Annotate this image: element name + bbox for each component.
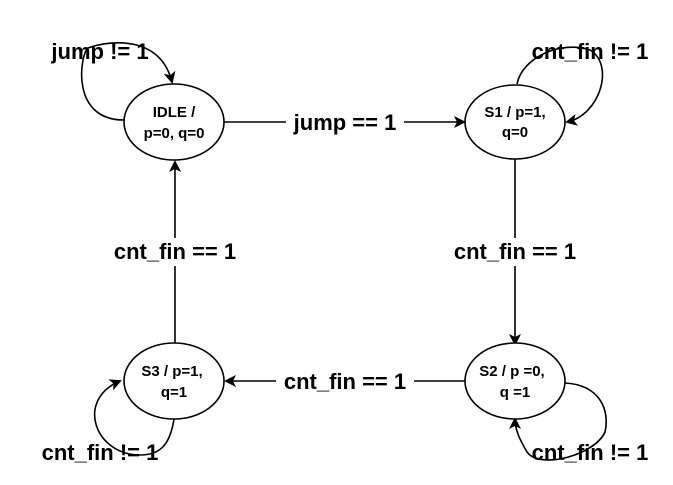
state-s2: S2 / p =0, q =1	[464, 342, 566, 420]
label-s3-to-idle: cnt_fin == 1	[114, 239, 236, 264]
state-s1-line1: S1 / p=1,	[484, 104, 545, 121]
state-idle-line2: p=0, q=0	[144, 125, 205, 142]
self-loop-idle	[80, 42, 176, 121]
state-s3-line1: S3 / p=1,	[141, 363, 202, 380]
state-s3-line2: q=1	[161, 384, 187, 401]
state-s2-line2: q =1	[500, 384, 530, 401]
self-loop-s2	[509, 382, 607, 461]
label-idle-to-s1: jump == 1	[293, 110, 397, 135]
label-s1-self: cnt_fin != 1	[532, 39, 649, 64]
label-idle-self: jump != 1	[50, 39, 148, 64]
label-s3-self: cnt_fin != 1	[42, 440, 159, 465]
self-loop-s1	[516, 46, 604, 126]
label-s2-to-s3: cnt_fin == 1	[284, 369, 406, 394]
state-s1: S1 / p=1, q=0	[464, 84, 566, 160]
label-s1-to-s2: cnt_fin == 1	[454, 239, 576, 264]
state-s1-line2: q=0	[502, 124, 528, 141]
state-s2-line1: S2 / p =0,	[479, 363, 544, 380]
state-s3: S3 / p=1, q=1	[123, 342, 225, 420]
self-loop-s3	[93, 379, 175, 456]
label-s2-self: cnt_fin != 1	[532, 440, 649, 465]
state-idle-line1: IDLE /	[153, 104, 196, 121]
state-idle: IDLE / p=0, q=0	[123, 83, 225, 161]
